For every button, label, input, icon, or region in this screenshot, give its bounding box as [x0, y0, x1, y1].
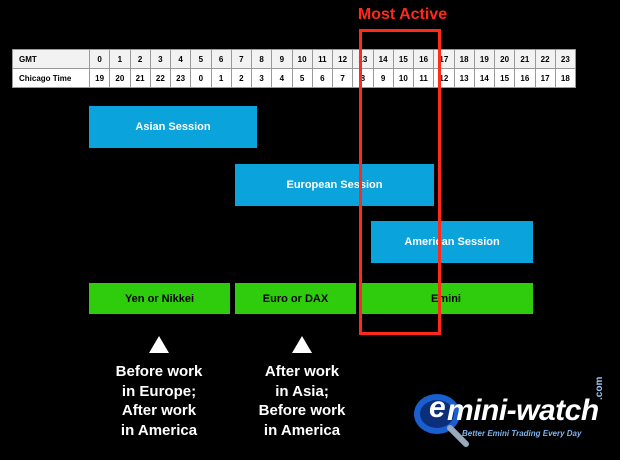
most-active-highlight-box [359, 29, 441, 335]
chicago-hour-cell: 19 [88, 68, 111, 88]
chicago-hour-cell: 2 [230, 68, 253, 88]
chicago-hour-cell: 21 [129, 68, 151, 88]
gmt-row-label: GMT [12, 49, 90, 69]
chicago-hour-cell: 23 [169, 68, 192, 88]
gmt-hour-cell: 9 [271, 49, 293, 69]
right-note-line: Before work [258, 402, 346, 419]
left-note-line: Before work [115, 363, 203, 380]
gmt-hour-cell: 10 [291, 49, 313, 69]
gmt-hour-cell: 19 [473, 49, 496, 69]
chicago-hour-cell: 7 [331, 68, 354, 88]
gmt-hour-cell: 2 [129, 49, 151, 69]
left-note-line: in America [120, 421, 198, 439]
gmt-hour-cell: 23 [554, 49, 577, 69]
chicago-row-label: Chicago Time [12, 68, 90, 88]
gmt-hour-cell: 21 [514, 49, 536, 69]
gmt-hour-cell: 5 [190, 49, 212, 69]
chicago-hour-cell: 6 [311, 68, 334, 88]
left-note-line: in Europe; [121, 382, 197, 400]
chicago-hour-cell: 3 [250, 68, 273, 88]
logo-text: mini-watch [447, 394, 599, 427]
chicago-hour-cell: 9 [372, 68, 394, 88]
chicago-hour-cell: 5 [291, 68, 313, 88]
gmt-hour-cell: 14 [372, 49, 394, 69]
right-note-line: in America [263, 421, 341, 439]
gmt-hour-cell: 8 [250, 49, 273, 69]
logo-com: .com [594, 376, 605, 400]
logo-tagline: Better Emini Trading Every Day [462, 429, 582, 438]
chicago-hour-cell: 13 [453, 68, 475, 88]
gmt-hour-cell: 7 [230, 49, 253, 69]
american-session-bar: American Session [371, 221, 533, 263]
chicago-hour-cell: 16 [514, 68, 536, 88]
asian-session-bar: Asian Session [89, 106, 257, 148]
gmt-hour-cell: 6 [210, 49, 232, 69]
chicago-hour-cell: 0 [190, 68, 212, 88]
right-note: After work in Asia; Before work in Ameri… [242, 362, 362, 440]
up-arrow-icon [149, 336, 169, 353]
up-arrow-icon [292, 336, 312, 353]
gmt-hour-cell: 18 [453, 49, 475, 69]
emini-watch-logo: e mini-watch .com Better Emini Trading E… [412, 377, 612, 452]
left-note-line: After work [121, 402, 197, 419]
chicago-hour-cell: 8 [352, 68, 374, 88]
logo-e: e [429, 391, 446, 424]
gmt-hour-cell: 22 [534, 49, 556, 69]
gmt-hour-cell: 12 [331, 49, 354, 69]
chicago-hour-cell: 22 [149, 68, 172, 88]
chicago-hour-cell: 11 [412, 68, 435, 88]
euro-dax-bar: Euro or DAX [235, 283, 356, 314]
chicago-hour-cell: 15 [493, 68, 516, 88]
chicago-hour-cell: 20 [109, 68, 131, 88]
right-note-line: in Asia; [275, 382, 329, 400]
right-note-line: After work [264, 363, 340, 380]
magnifier-icon [414, 394, 469, 447]
gmt-hour-cell: 1 [109, 49, 131, 69]
most-active-label: Most Active [357, 6, 448, 23]
gmt-hour-cell: 0 [88, 49, 111, 69]
chicago-hour-cell: 4 [271, 68, 293, 88]
emini-bar: Emini [359, 283, 533, 314]
chicago-hour-cell: 14 [473, 68, 496, 88]
gmt-hour-cell: 11 [311, 49, 334, 69]
chicago-hour-cell: 18 [554, 68, 577, 88]
chicago-hour-cell: 17 [534, 68, 556, 88]
chicago-hour-cell: 1 [210, 68, 232, 88]
gmt-hour-cell: 3 [149, 49, 172, 69]
yen-nikkei-bar: Yen or Nikkei [89, 283, 230, 314]
left-note: Before work in Europe; After work in Ame… [99, 362, 219, 440]
gmt-hour-cell: 20 [493, 49, 516, 69]
gmt-hour-cell: 4 [169, 49, 192, 69]
chicago-hour-cell: 10 [392, 68, 415, 88]
european-session-bar: European Session [235, 164, 434, 206]
